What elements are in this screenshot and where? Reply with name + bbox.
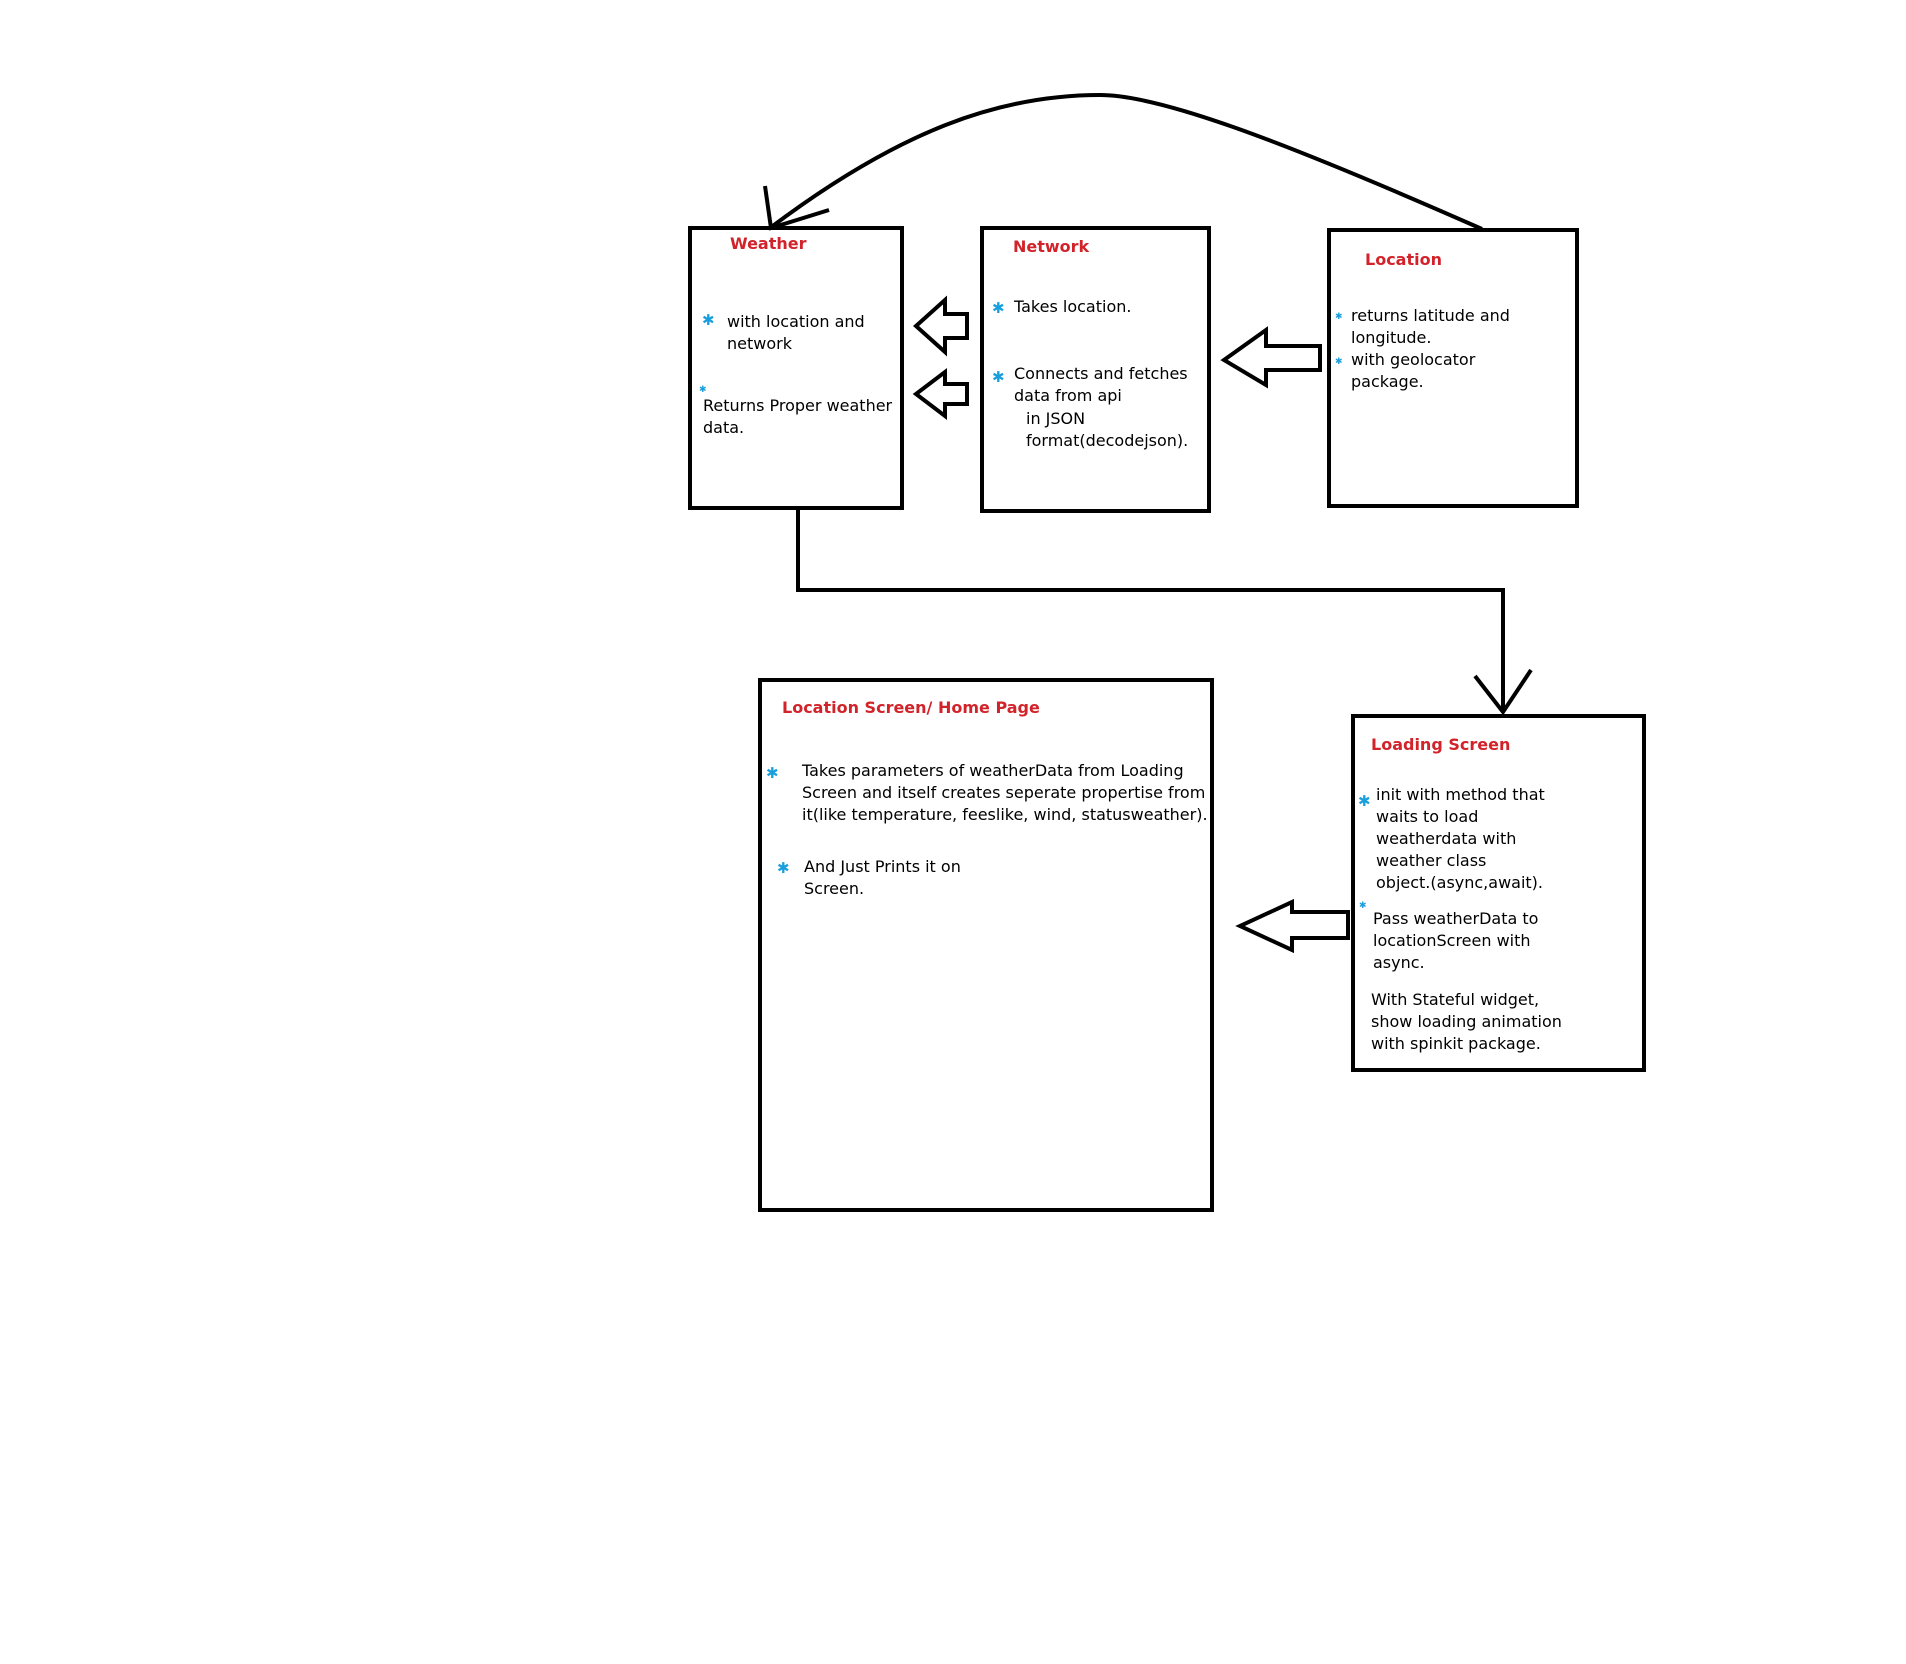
loading-screen-line-3: weatherdata with <box>1376 829 1517 848</box>
loading-screen-bullet-1: ✱ <box>1358 792 1371 810</box>
loading-screen-line-2: waits to load <box>1376 807 1479 826</box>
loading-screen-line-9: With Stateful widget, <box>1371 990 1540 1009</box>
loading-arrowhead <box>1473 668 1533 716</box>
location-screen-line-3: it(like temperature, feeslike, wind, sta… <box>802 805 1208 824</box>
weather-line-4: data. <box>703 418 745 437</box>
location-line-4: package. <box>1351 372 1424 391</box>
loading-screen-line-11: with spinkit package. <box>1371 1034 1541 1053</box>
network-to-weather-arrow-upper <box>913 295 969 357</box>
location-title: Location <box>1365 250 1442 269</box>
network-title: Network <box>1013 237 1090 256</box>
loading-screen-bullet-2: ✱ <box>1359 901 1367 911</box>
weather-line-3: Returns Proper weather <box>703 396 893 415</box>
location-to-network-arrow <box>1220 326 1322 389</box>
location-screen-line-1: Takes parameters of weatherData from Loa… <box>802 761 1184 780</box>
network-to-weather-arrow-lower <box>912 367 969 421</box>
location-screen-line-5: Screen. <box>804 879 865 898</box>
weather-line-1: with location and <box>727 312 865 331</box>
network-line-3: data from api <box>1014 386 1122 405</box>
location-line-2: longitude. <box>1351 328 1432 347</box>
location-screen-title: Location Screen/ Home Page <box>782 698 1040 717</box>
location-line-1: returns latitude and <box>1351 306 1510 325</box>
loading-to-location-screen-arrow <box>1235 898 1350 954</box>
loading-screen-box <box>1351 714 1646 1072</box>
location-to-weather-curve <box>768 92 1483 231</box>
weather-bullet-1: ✱ <box>702 311 715 329</box>
weather-title: Weather <box>730 234 807 253</box>
location-screen-bullet-2: ✱ <box>777 859 790 877</box>
location-bullet-1: ✱ <box>1335 312 1343 322</box>
loading-screen-line-6: Pass weatherData to <box>1373 909 1539 928</box>
weather-to-loading-connector <box>796 509 1505 712</box>
location-screen-line-2: Screen and itself creates seperate prope… <box>802 783 1206 802</box>
location-screen-box <box>758 678 1214 1212</box>
loading-screen-line-5: object.(async,await). <box>1376 873 1544 892</box>
location-screen-line-4: And Just Prints it on <box>804 857 961 876</box>
loading-screen-line-7: locationScreen with <box>1373 931 1531 950</box>
location-line-3: with geolocator <box>1351 350 1476 369</box>
loading-screen-line-10: show loading animation <box>1371 1012 1562 1031</box>
network-line-2: Connects and fetches <box>1014 364 1188 383</box>
loading-screen-line-8: async. <box>1373 953 1425 972</box>
weather-box <box>688 226 904 510</box>
loading-screen-line-1: init with method that <box>1376 785 1545 804</box>
network-line-4: in JSON <box>1026 409 1086 428</box>
weather-line-2: network <box>727 334 792 353</box>
location-box <box>1327 228 1579 508</box>
network-line-5: format(decodejson). <box>1026 431 1189 450</box>
location-bullet-2: ✱ <box>1335 357 1343 367</box>
loading-screen-line-4: weather class <box>1376 851 1487 870</box>
weather-bullet-2: ✱ <box>699 385 707 395</box>
loading-screen-title: Loading Screen <box>1371 735 1511 754</box>
location-screen-bullet-1: ✱ <box>766 764 779 782</box>
network-bullet-2: ✱ <box>992 368 1005 386</box>
network-box <box>980 226 1211 513</box>
network-bullet-1: ✱ <box>992 299 1005 317</box>
network-line-1: Takes location. <box>1014 297 1132 316</box>
